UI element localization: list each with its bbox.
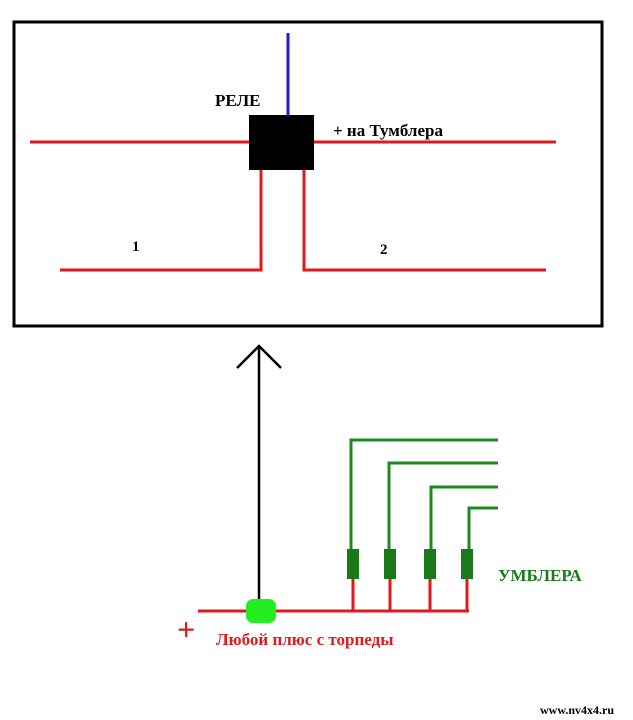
toggle-wire-2 <box>387 461 498 550</box>
toggle-plus-label: + на Тумблера <box>333 121 443 140</box>
toggle-switch-3 <box>424 549 436 579</box>
toggle-wire-3 <box>429 485 498 550</box>
toggles-label: УМБЛЕРА <box>498 566 583 585</box>
toggle-switch-1 <box>347 549 359 579</box>
toggle-wire-4 <box>467 506 498 550</box>
arrow-head <box>236 344 282 369</box>
relay-output-1-wire <box>60 170 263 272</box>
relay-output-2-wire <box>302 170 546 272</box>
power-node <box>246 599 276 623</box>
toggle-switch-2 <box>384 549 396 579</box>
watermark: www.nv4x4.ru <box>540 703 614 717</box>
plus-symbol: + <box>177 611 195 647</box>
output-2-label: 2 <box>380 242 388 258</box>
relay-panel-frame <box>12 20 604 328</box>
output-1-label: 1 <box>132 239 140 255</box>
toggle-switch-4 <box>461 549 473 579</box>
power-source-label: Любой плюс с торпеды <box>216 630 393 649</box>
relay-label: РЕЛЕ <box>215 91 261 110</box>
relay-block <box>249 115 314 170</box>
toggle-wire-1 <box>349 438 498 550</box>
